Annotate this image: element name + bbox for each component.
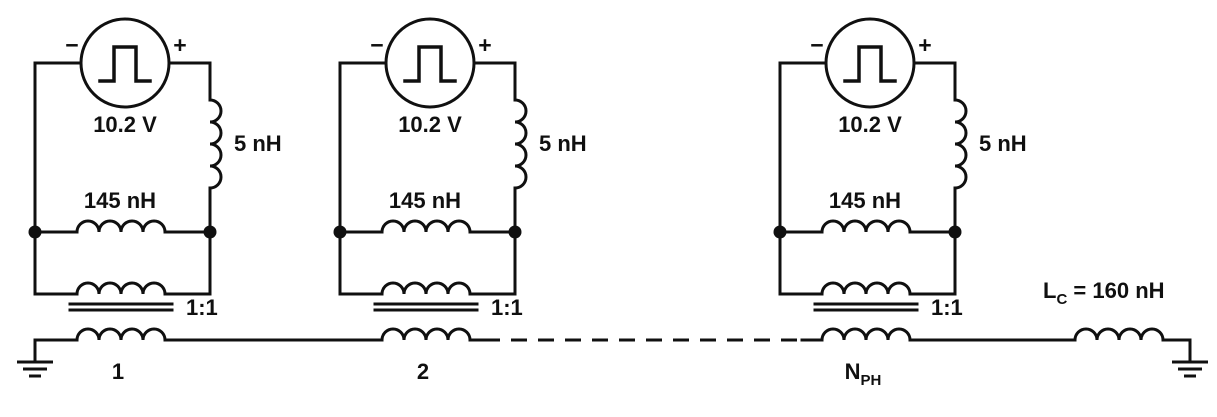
turns-ratio-label: 1:1: [186, 295, 218, 320]
turns-ratio-label: 1:1: [491, 295, 523, 320]
polarity-minus: −: [370, 32, 383, 58]
output-bus: [33, 327, 1192, 342]
polarity-plus: +: [173, 32, 186, 58]
voltage-label: 10.2 V: [398, 112, 462, 137]
phase-2-wiring: [331, 17, 528, 342]
phase-number-label: 1: [112, 359, 124, 384]
voltage-label: 10.2 V: [93, 112, 157, 137]
shunt-inductor-label: 145 nH: [389, 188, 461, 213]
phase-1-labels: − + 10.2 V 5 nH 145 nH 1:1 1: [65, 32, 281, 384]
series-inductor-label: 5 nH: [539, 131, 587, 156]
ground-left-icon: [15, 338, 55, 378]
polarity-minus: −: [65, 32, 78, 58]
series-inductor-label: 5 nH: [234, 131, 282, 156]
ground-right-icon: [1170, 338, 1210, 378]
phase-1-wiring: [26, 17, 223, 342]
phase-3-wiring: [771, 17, 968, 342]
phase-2-labels: − + 10.2 V 5 nH 145 nH 1:1 2: [370, 32, 586, 384]
phase-number-label: NPH: [845, 359, 882, 389]
series-inductor-label: 5 nH: [979, 131, 1027, 156]
coupling-inductor-coil: [1073, 327, 1165, 342]
phase-3-labels: − + 10.2 V 5 nH 145 nH 1:1 NPH: [810, 32, 1026, 389]
polarity-plus: +: [918, 32, 931, 58]
shunt-inductor-label: 145 nH: [829, 188, 901, 213]
turns-ratio-label: 1:1: [931, 295, 963, 320]
shunt-inductor-label: 145 nH: [84, 188, 156, 213]
polarity-minus: −: [810, 32, 823, 58]
coupling-inductor-label: LC = 160 nH: [1043, 278, 1165, 308]
polarity-plus: +: [478, 32, 491, 58]
phase-number-label: 2: [417, 359, 429, 384]
voltage-label: 10.2 V: [838, 112, 902, 137]
